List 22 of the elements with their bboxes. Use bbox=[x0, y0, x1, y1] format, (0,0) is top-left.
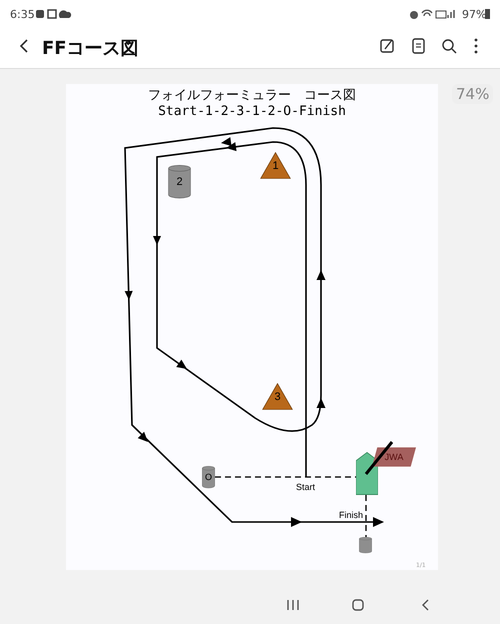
route-text: Start-1-2-3-1-2-O-Finish bbox=[157, 104, 347, 119]
diagram-title: フォイルフォーミュラー コース図 bbox=[147, 87, 357, 104]
flag bbox=[372, 447, 416, 467]
triangle-buoy bbox=[262, 383, 293, 410]
dashed-line bbox=[365, 495, 367, 537]
dashed-line bbox=[215, 476, 356, 478]
buoy-number: 3 bbox=[274, 390, 281, 402]
cylinder-buoy bbox=[168, 165, 191, 198]
screen-title: FFコース図 bbox=[42, 37, 139, 60]
zoom-level: 74% bbox=[452, 84, 494, 104]
start-label: Start bbox=[296, 482, 316, 492]
buoy-number: 2 bbox=[176, 176, 183, 188]
buoy-number: 1 bbox=[272, 160, 279, 172]
flag-text: JWA bbox=[384, 452, 404, 462]
cylinder-buoy bbox=[202, 466, 215, 488]
finish-label: Finish bbox=[339, 510, 364, 520]
flag-pole bbox=[364, 441, 394, 475]
clock: 6:35 bbox=[10, 8, 35, 21]
battery-level: 97% bbox=[462, 8, 486, 21]
cylinder-buoy bbox=[359, 537, 372, 553]
buoy-number: O bbox=[204, 472, 212, 482]
triangle-buoy bbox=[260, 152, 291, 179]
